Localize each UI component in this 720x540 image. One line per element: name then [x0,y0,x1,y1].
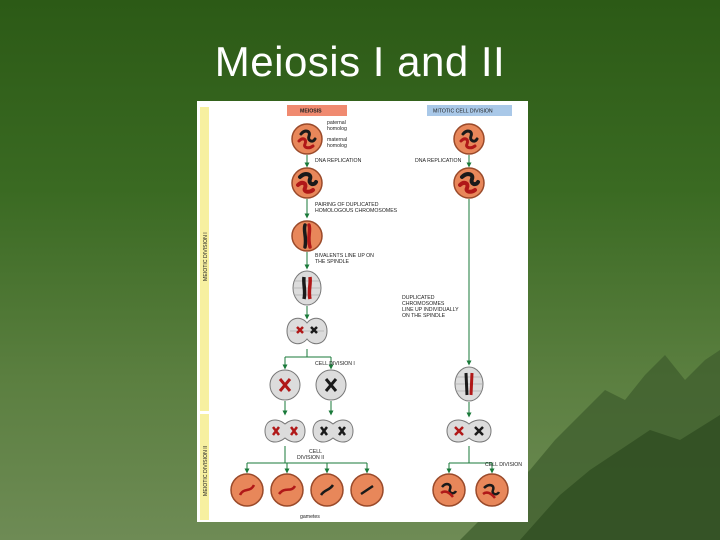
side-bar-division-1 [200,107,209,411]
cell-meiosis-7a-dividing [264,419,306,443]
chromosome-dup-red [296,180,315,194]
bivalent-dark [302,276,307,300]
cell-meiosis-3 [291,220,323,252]
label-maternal-1: maternal [327,137,347,143]
label-duplicated-2: CHROMOSOMES [402,301,445,307]
side-bar-division-2 [200,414,209,520]
chromosome-dup-dark [298,172,318,187]
cell-meiosis-1 [291,123,323,155]
chromosome-maternal [297,137,315,150]
label-paternal-2: homolog [327,126,347,132]
side-label-division-2: MEIOTIC DIVISION II [203,446,209,496]
cell-meiosis-7b-dividing [312,419,354,443]
label-pairing-1: PAIRING OF DUPLICATED [315,202,379,208]
label-duplicated-3: LINE UP INDIVIDUALLY [402,307,459,313]
chromosome-paired-red [307,223,312,249]
header-meiosis: MEIOSIS [300,109,322,115]
meiosis-figure: MEIOTIC DIVISION I MEIOTIC DIVISION II M… [197,101,528,522]
label-bivalents-2: THE SPINDLE [315,259,350,265]
cell-mitosis-4-dividing [446,419,492,443]
label-maternal-2: homolog [327,143,347,149]
label-cell-division-right: CELL DIVISION [485,462,522,468]
label-dna-replication-left: DNA REPLICATION [315,158,362,164]
bivalent-red [307,276,312,300]
label-paternal-1: paternal [327,120,346,126]
label-cell-division-2a: CELL [309,449,322,455]
header-meiosis-bg [287,105,347,116]
chromosome-paired-dark [302,223,308,249]
cell-mitosis-1 [453,123,485,155]
label-bivalents-1: BIVALENTS LINE UP ON [315,253,374,259]
header-mitotic-bg [427,105,512,116]
label-duplicated-1: DUPLICATED [402,295,435,301]
side-label-division-1: MEIOTIC DIVISION I [203,232,209,281]
label-pairing-2: HOMOLOGOUS CHROMOSOMES [315,208,398,214]
label-duplicated-4: ON THE SPINDLE [402,313,446,319]
slide-title: Meiosis I and II [214,38,506,85]
label-cell-division-2b: DIVISION II [297,455,324,461]
meiosis-diagram: MEIOTIC DIVISION I MEIOTIC DIVISION II M… [200,105,522,520]
label-cell-division-1: CELL DIVISION I [315,361,355,367]
label-dna-replication-right: DNA REPLICATION [415,158,462,164]
header-mitotic: MITOTIC CELL DIVISION [433,109,493,115]
chromosome-paternal [299,129,317,143]
label-gametes: gametes [300,514,320,520]
